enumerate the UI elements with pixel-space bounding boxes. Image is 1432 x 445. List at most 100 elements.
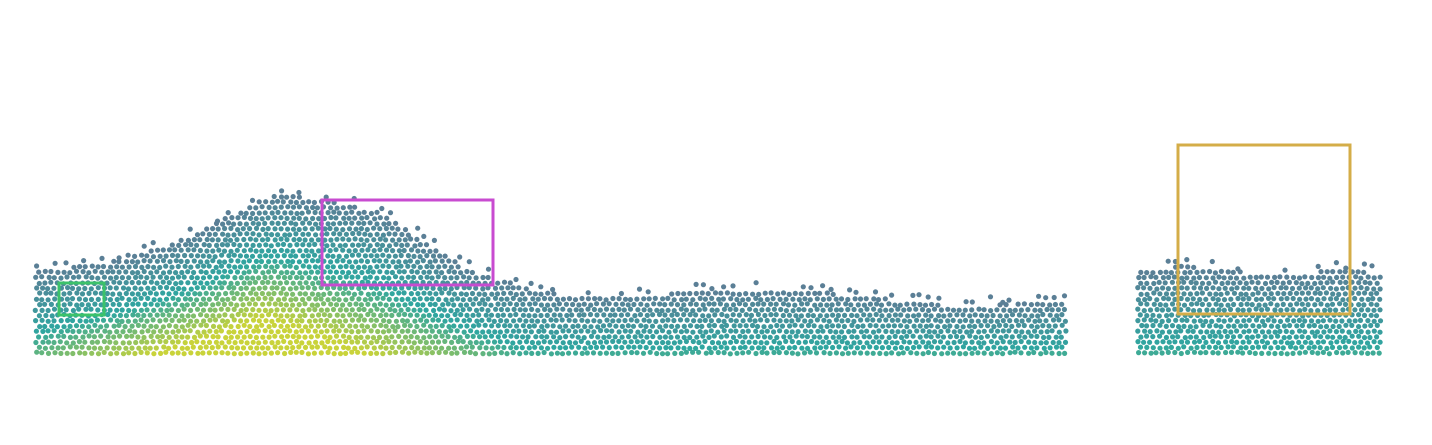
- particle: [1229, 339, 1235, 345]
- particle: [337, 243, 343, 249]
- particle: [1161, 295, 1167, 301]
- particle: [1320, 349, 1326, 355]
- particle: [1188, 334, 1194, 340]
- particle: [226, 329, 232, 335]
- particle: [550, 286, 556, 293]
- particle: [356, 210, 362, 216]
- particle: [210, 258, 216, 264]
- particle: [371, 225, 377, 231]
- particle: [296, 226, 302, 233]
- particle: [367, 264, 373, 271]
- particle: [1280, 280, 1286, 286]
- particle: [585, 340, 591, 346]
- particle: [1225, 280, 1231, 286]
- particle: [616, 296, 622, 302]
- particle: [660, 296, 666, 302]
- particle: [231, 306, 237, 312]
- particle: [280, 318, 286, 324]
- particle: [1203, 296, 1209, 302]
- particle: [356, 220, 362, 226]
- particle: [200, 285, 206, 291]
- particle: [198, 301, 204, 307]
- particle: [34, 285, 40, 291]
- particle: [379, 242, 386, 248]
- particle: [681, 334, 687, 341]
- particle: [588, 333, 595, 339]
- particle: [758, 340, 764, 346]
- particle: [387, 210, 394, 216]
- particle: [147, 312, 153, 318]
- particle: [175, 274, 182, 280]
- particle: [513, 276, 519, 283]
- particle: [114, 307, 120, 313]
- particle: [1212, 333, 1218, 339]
- particle: [674, 334, 681, 340]
- particle: [743, 312, 749, 318]
- particle: [1053, 334, 1059, 340]
- particle: [322, 344, 328, 350]
- particle: [1007, 339, 1013, 345]
- particle: [302, 324, 309, 330]
- particle: [346, 226, 353, 232]
- particle: [1318, 334, 1324, 340]
- particle: [786, 291, 792, 297]
- particle: [352, 269, 358, 275]
- particle: [333, 333, 340, 339]
- particle: [609, 350, 616, 356]
- particle: [349, 209, 355, 215]
- particle: [474, 318, 480, 324]
- particle: [928, 334, 934, 340]
- particle: [488, 302, 494, 308]
- particle: [1157, 291, 1163, 297]
- particle: [374, 231, 380, 237]
- particle: [823, 334, 829, 340]
- particle: [333, 323, 339, 329]
- particle: [671, 297, 677, 303]
- particle: [421, 345, 427, 351]
- particle: [147, 258, 153, 264]
- particle: [575, 323, 581, 329]
- particle: [266, 259, 272, 265]
- particle: [572, 350, 579, 356]
- particle: [861, 302, 868, 308]
- particle: [783, 296, 789, 302]
- particle: [1333, 307, 1339, 313]
- particle: [790, 296, 796, 302]
- particle: [206, 350, 212, 356]
- particle: [262, 285, 268, 291]
- particle: [991, 324, 997, 330]
- particle: [1040, 302, 1046, 308]
- particle: [269, 340, 275, 346]
- particle: [220, 274, 226, 280]
- particle: [40, 285, 46, 291]
- particle: [904, 345, 910, 351]
- particle: [469, 290, 476, 297]
- particle: [504, 296, 510, 302]
- particle: [278, 345, 284, 351]
- particle: [235, 311, 241, 318]
- particle: [296, 302, 302, 308]
- particle: [104, 280, 110, 286]
- particle: [42, 280, 48, 286]
- particle: [268, 308, 274, 314]
- particle: [486, 351, 492, 357]
- particle: [42, 301, 48, 307]
- particle: [116, 345, 122, 351]
- particle: [702, 306, 708, 312]
- particle: [917, 302, 923, 308]
- particle: [206, 242, 212, 248]
- particle: [188, 350, 194, 356]
- particle: [1157, 269, 1163, 275]
- particle: [1296, 339, 1302, 345]
- particle: [1210, 307, 1216, 313]
- particle: [756, 345, 762, 351]
- particle: [461, 318, 467, 324]
- particle: [882, 296, 888, 302]
- particle: [368, 210, 374, 217]
- particle: [431, 237, 437, 243]
- particle: [662, 312, 668, 318]
- particle: [1321, 274, 1327, 280]
- particle: [1278, 285, 1284, 291]
- particle: [622, 350, 628, 356]
- particle: [554, 306, 560, 312]
